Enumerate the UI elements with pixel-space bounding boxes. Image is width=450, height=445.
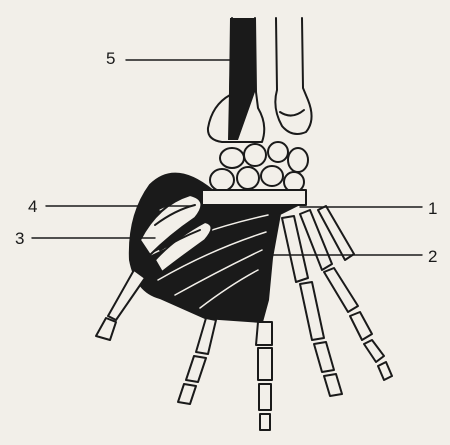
tendon-black-strap: [228, 18, 255, 140]
finger-little-bones: [324, 268, 392, 380]
label-1: 1: [428, 200, 437, 217]
label-4: 4: [28, 198, 37, 215]
thumb-bones: [96, 270, 145, 340]
carpal-bones: [210, 142, 308, 192]
label-2: 2: [428, 248, 437, 265]
label-3: 3: [15, 230, 24, 247]
label-5: 5: [106, 50, 115, 67]
transverse-bar: [202, 190, 306, 205]
ulna-bone: [275, 18, 311, 134]
finger-ring-bones: [300, 282, 342, 396]
finger-index-bones: [178, 318, 216, 404]
finger-middle-bones: [258, 348, 272, 430]
